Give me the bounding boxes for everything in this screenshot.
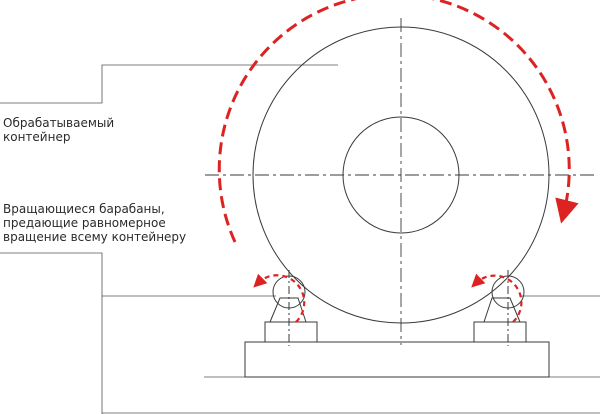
drums-leader-line	[0, 252, 600, 297]
centerlines	[205, 18, 596, 345]
base-plate	[244, 341, 550, 378]
container-rotation-arrow	[217, 0, 579, 243]
rotating-drums-label: Вращающиеся барабаны, предающие равномер…	[3, 202, 187, 244]
container-leader-line	[0, 64, 338, 104]
left-drum-rotation-arrow	[253, 273, 306, 323]
frame-outline	[101, 296, 600, 414]
right-roller-support	[473, 270, 527, 346]
left-roller-support	[264, 270, 318, 346]
container-label: Обрабатываемый контейнер	[3, 116, 115, 144]
right-drum-rotation-arrow	[471, 273, 523, 323]
